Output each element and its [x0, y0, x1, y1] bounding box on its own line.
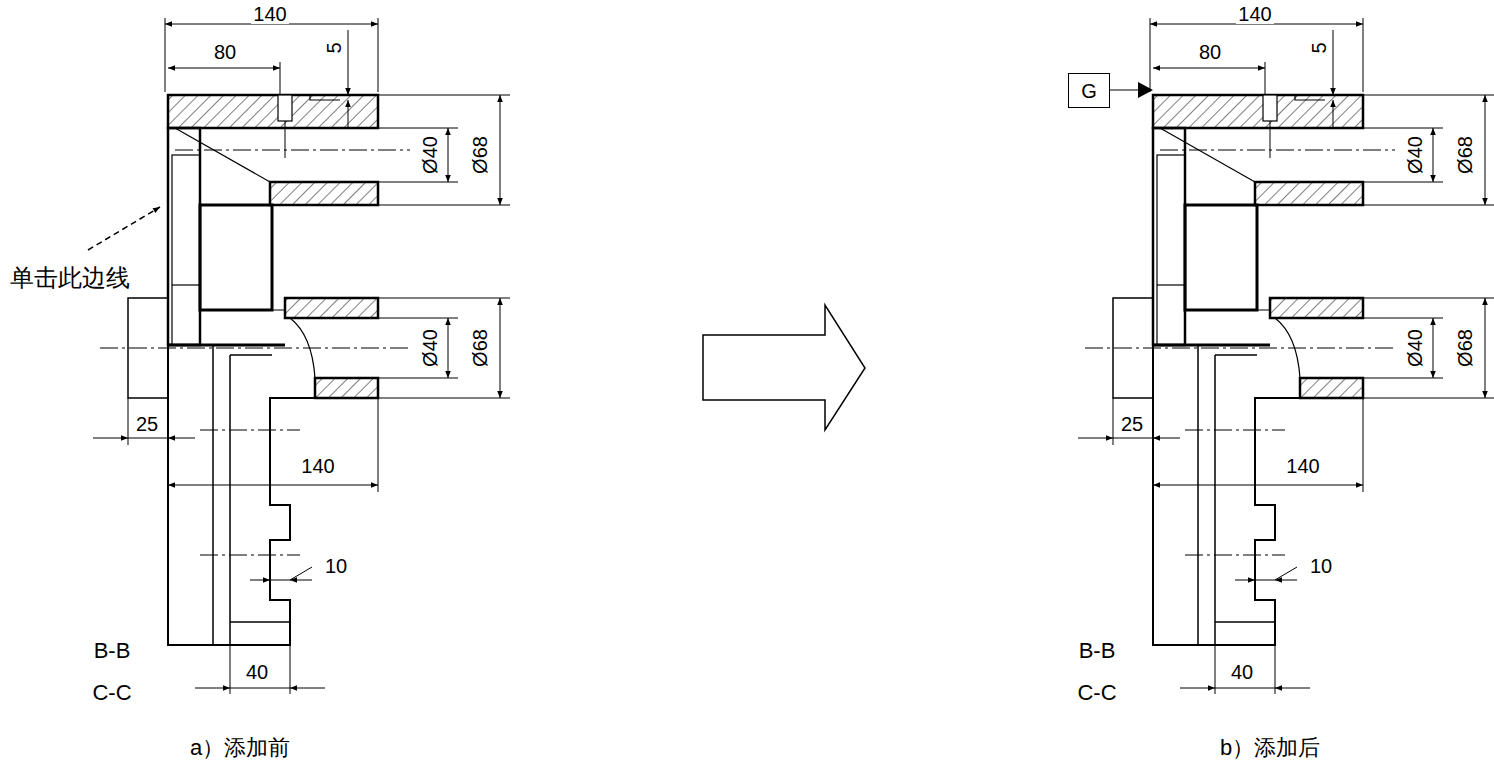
dimension-text: Ø68 — [1455, 134, 1475, 176]
dimension-text: 80 — [1197, 42, 1223, 62]
dimension-text: 10 — [323, 556, 349, 576]
sub-caption: a）添加前 — [188, 737, 292, 759]
dimension-text: 80 — [212, 42, 238, 62]
dimension-text: 140 — [299, 456, 336, 476]
part-drawing-before — [93, 18, 510, 694]
dimension-text: Ø40 — [1405, 134, 1425, 176]
dimension-text: Ø40 — [420, 327, 440, 369]
dimension-text: 140 — [1236, 4, 1273, 24]
dimension-text: Ø68 — [1455, 327, 1475, 369]
section-label: C-C — [1075, 682, 1118, 704]
datum-letter: G — [1081, 81, 1097, 101]
dimension-text: 25 — [134, 414, 160, 434]
dimension-text: 10 — [1308, 556, 1334, 576]
section-label: B-B — [92, 640, 133, 662]
datum-leader — [1110, 90, 1140, 91]
dimension-text: 140 — [1284, 456, 1321, 476]
transition-arrow — [703, 305, 865, 430]
dimension-text: 25 — [1119, 414, 1145, 434]
section-label: C-C — [90, 682, 133, 704]
datum-box: G — [1068, 73, 1110, 108]
dimension-text: Ø68 — [470, 327, 490, 369]
dimension-text: 40 — [1229, 662, 1255, 682]
part-drawing-after — [1078, 18, 1494, 694]
pick-arrow — [88, 207, 160, 250]
sub-caption: b）添加后 — [1218, 737, 1322, 759]
dimension-text: Ø40 — [420, 134, 440, 176]
dimension-text: 40 — [244, 662, 270, 682]
datum-triangle — [1138, 82, 1153, 98]
dimension-text: 5 — [1309, 40, 1329, 55]
dimension-text: Ø40 — [1405, 327, 1425, 369]
section-label: B-B — [1077, 640, 1118, 662]
dimension-text: Ø68 — [470, 134, 490, 176]
dimension-text: 5 — [324, 40, 344, 55]
instruction-note: 单击此边线 — [8, 266, 132, 290]
dimension-text: 140 — [251, 4, 288, 24]
